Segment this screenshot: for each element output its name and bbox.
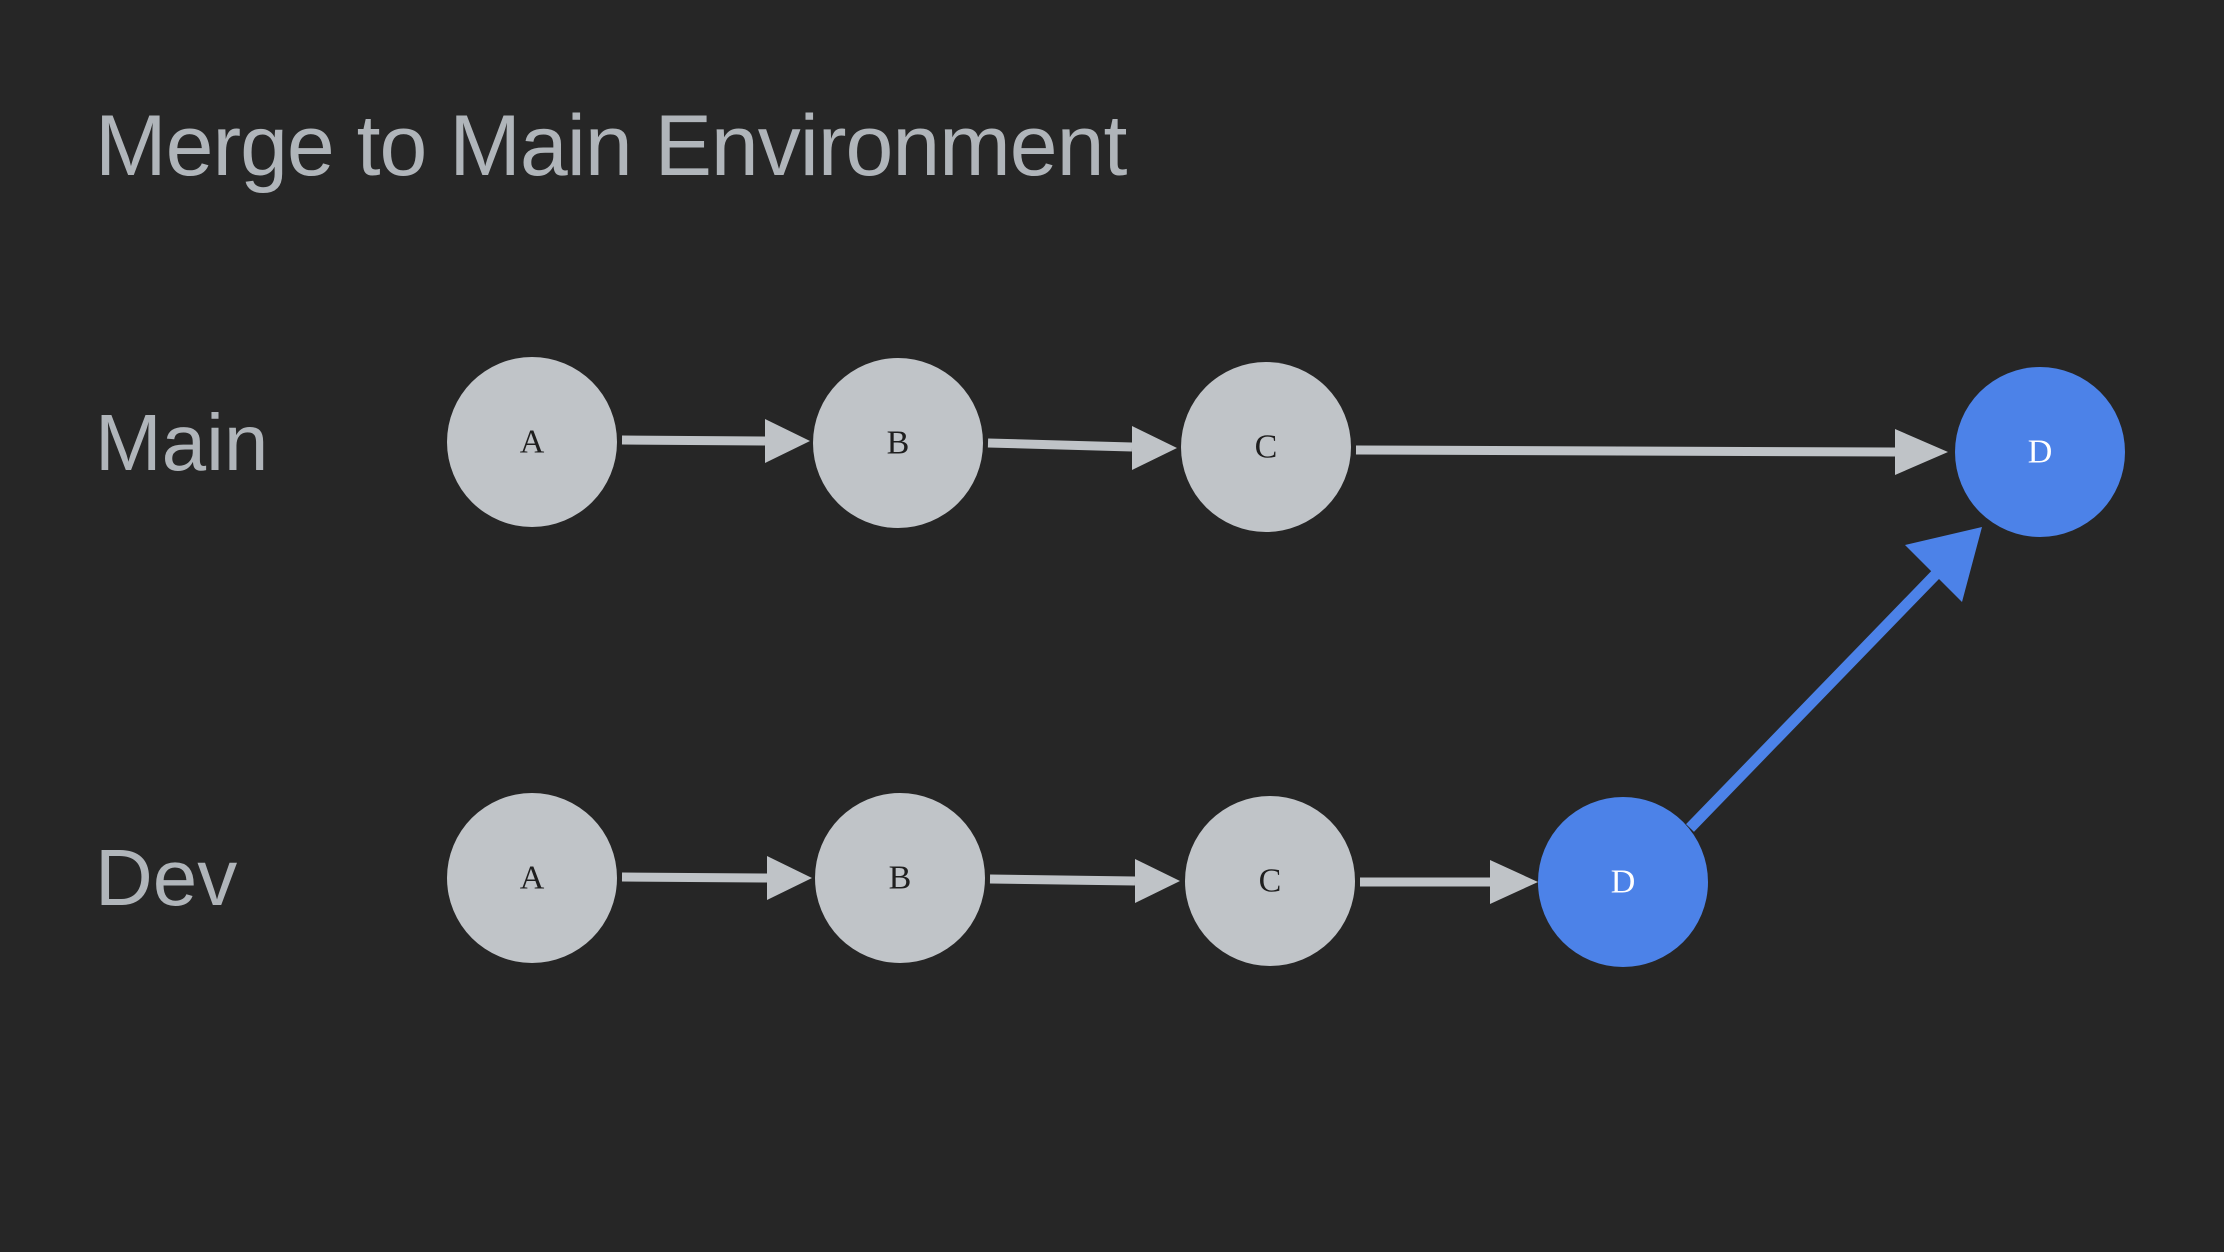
node-circle[interactable] [447,793,617,963]
node-dev-d[interactable]: D [1538,797,1708,967]
row-label-main: Main [95,398,268,487]
node-circle[interactable] [1955,367,2125,537]
row-main: Main A B [95,357,2125,537]
edge-merge-dev-d-to-main-d [1686,527,1982,832]
node-dev-b[interactable]: B [815,793,985,963]
node-label: B [887,425,910,462]
node-circle[interactable] [1185,796,1355,966]
node-circle[interactable] [1538,797,1708,967]
node-circle[interactable] [447,357,617,527]
node-main-b[interactable]: B [813,358,983,528]
node-main-d[interactable]: D [1955,367,2125,537]
node-label: D [1611,864,1636,901]
edge-main-c-to-d [1355,429,1948,475]
node-label: D [2028,434,2053,471]
node-circle[interactable] [813,358,983,528]
node-main-a[interactable]: A [447,357,617,527]
edge-dev-a-to-b [621,856,812,900]
node-main-c[interactable]: C [1181,362,1351,532]
row-label-dev: Dev [95,833,237,922]
page-title: Merge to Main Environment [95,98,1127,194]
node-circle[interactable] [815,793,985,963]
node-circle[interactable] [1181,362,1351,532]
node-label: A [520,860,545,897]
edge-dev-c-to-d [1360,860,1538,904]
node-dev-a[interactable]: A [447,793,617,963]
node-dev-c[interactable]: C [1185,796,1355,966]
row-dev: Dev A B [95,793,1708,967]
node-label: C [1255,429,1278,466]
node-label: C [1259,863,1282,900]
edge-main-b-to-c [987,426,1177,470]
node-label: A [520,424,545,461]
edge-main-a-to-b [621,419,810,463]
edge-dev-b-to-c [989,859,1180,903]
node-label: B [889,860,912,897]
